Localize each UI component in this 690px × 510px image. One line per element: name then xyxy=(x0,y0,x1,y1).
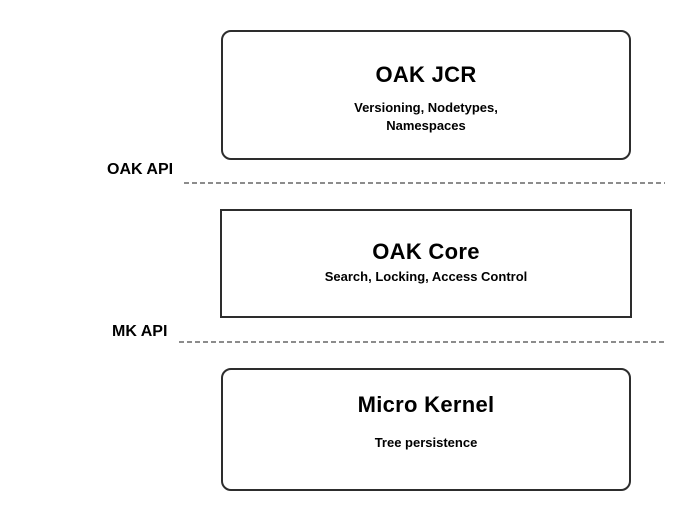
layer-box-oak-jcr: OAK JCR Versioning, Nodetypes, Namespace… xyxy=(221,30,631,160)
layer-subtitle-oak-jcr: Versioning, Nodetypes, Namespaces xyxy=(354,100,498,133)
layer-subtitle-micro-kernel: Tree persistence xyxy=(374,435,478,451)
layer-subtitle-oak-core: Search, Locking, Access Control xyxy=(324,269,528,285)
api-divider-oak-api xyxy=(184,182,665,184)
api-label-oak-api: OAK API xyxy=(107,161,174,178)
api-divider-mk-api xyxy=(179,341,665,343)
layer-title-oak-core: OAK Core xyxy=(372,239,480,264)
layer-box-oak-core: OAK Core Search, Locking, Access Control xyxy=(220,209,632,318)
layer-title-micro-kernel: Micro Kernel xyxy=(357,392,495,417)
api-label-mk-api: MK API xyxy=(112,323,168,340)
layer-box-micro-kernel: Micro Kernel Tree persistence xyxy=(221,368,631,491)
layer-title-oak-jcr: OAK JCR xyxy=(375,62,477,87)
